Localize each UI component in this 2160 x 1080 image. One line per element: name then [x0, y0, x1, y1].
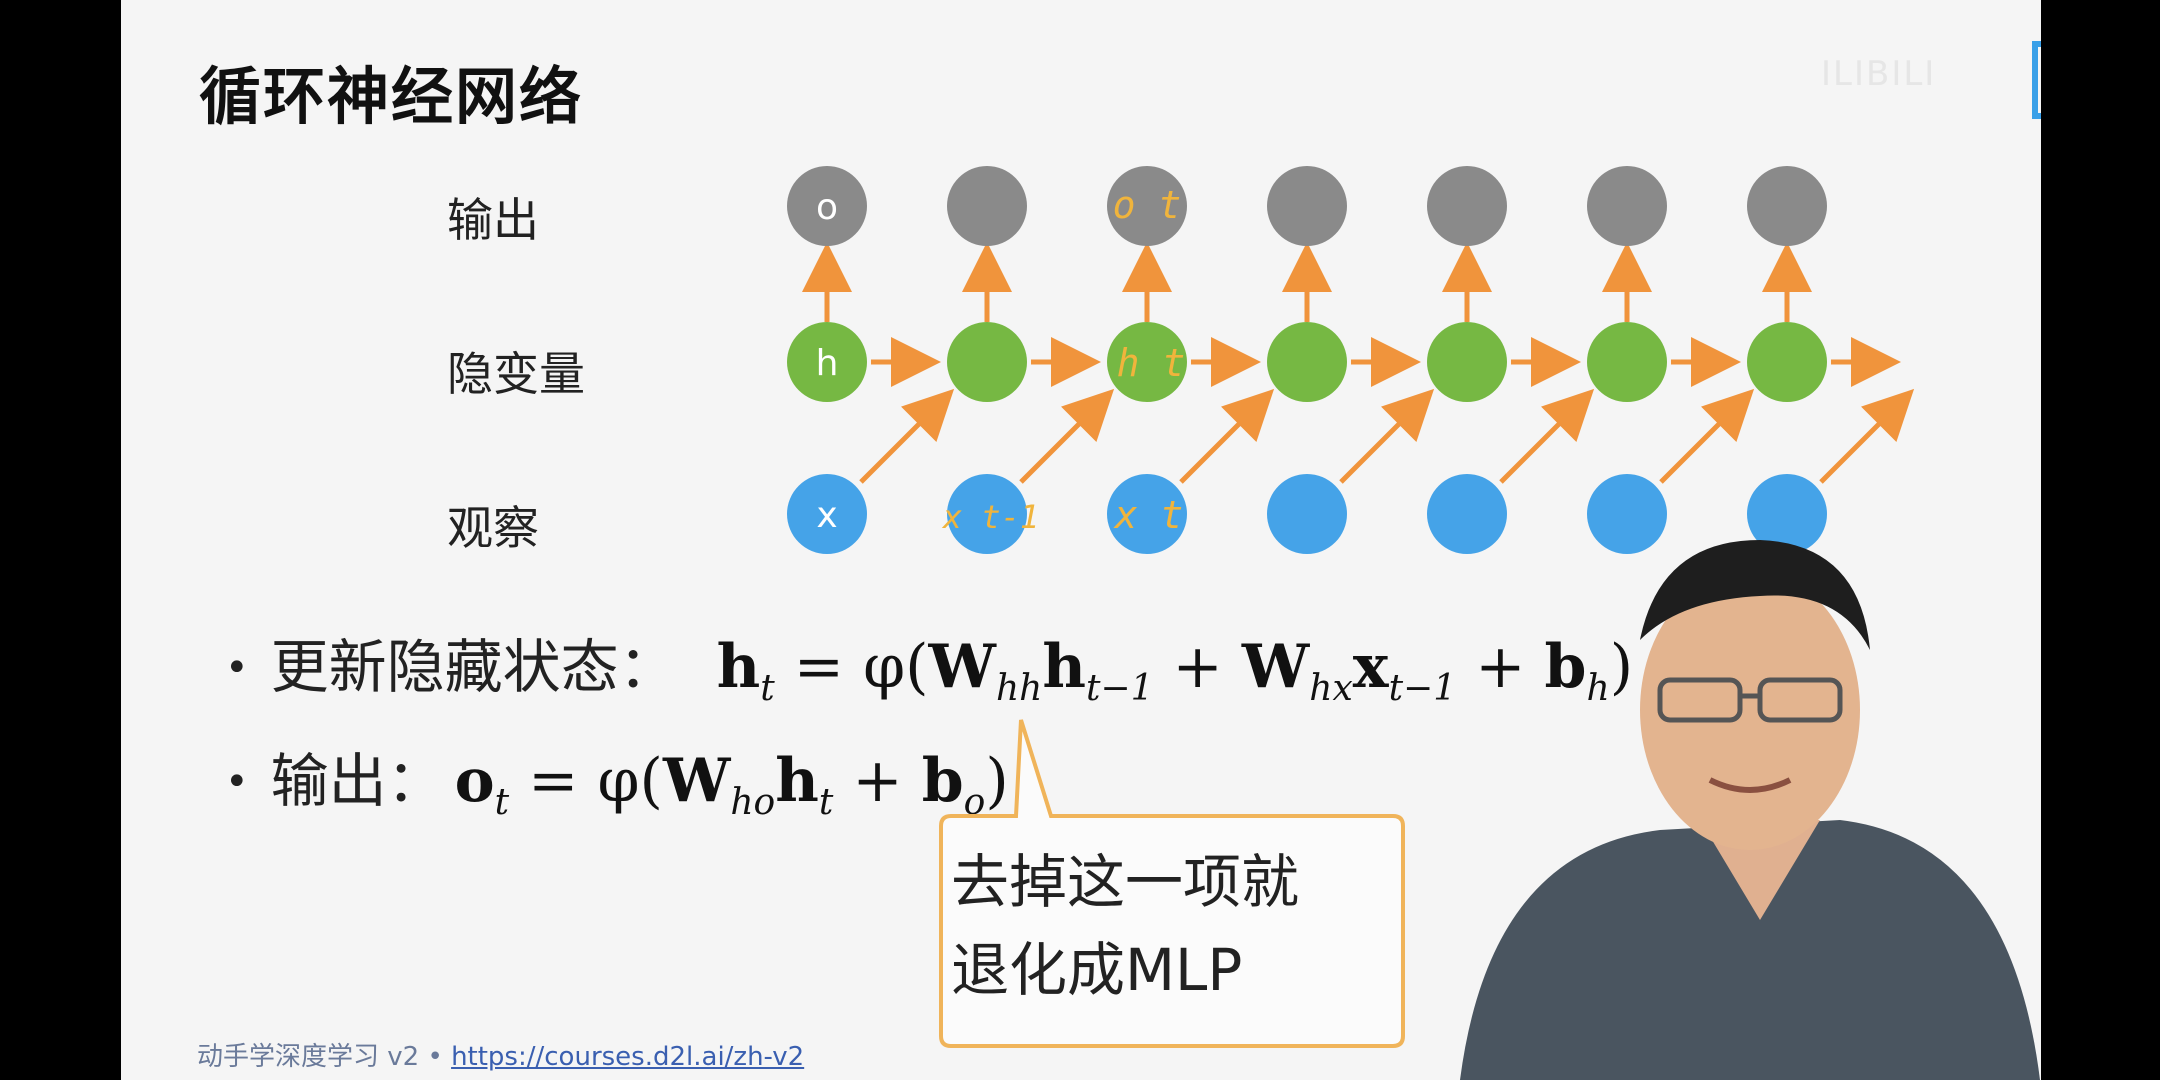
rnn-diagram: o h x o t h t x t-1 x t: [787, 166, 1915, 554]
output-formula: ot = φ(Whoht + bo): [454, 746, 1009, 823]
output-nodes: [787, 166, 1827, 246]
observation-node-label: x: [816, 495, 837, 536]
bullet-label: 输出：: [270, 747, 445, 815]
hidden-nodes: [787, 322, 1827, 402]
handwritten-obs-t: x t: [1113, 493, 1184, 537]
d2l-logo-icon: [2032, 41, 2041, 119]
output-node-label: o: [816, 187, 838, 228]
callout-text: 去掉这一项就 退化成MLP: [951, 838, 1299, 1014]
bullet-update-hidden-state: • 更新隐藏状态： ht = φ(Whhht−1 + Whxxt−1 + bh): [225, 620, 1633, 709]
bullet-dot: •: [225, 759, 249, 805]
slide: 循环神经网络 ILIBILI 输出 隐变量 观察: [121, 0, 2041, 1080]
diagram-arrows: [802, 242, 1915, 484]
row-label-output: 输出: [447, 193, 539, 247]
callout-bubble: [939, 719, 1405, 1048]
callout-line-1: 去掉这一项就: [951, 848, 1300, 916]
bullet-output: • 输出： ot = φ(Whoht + bo): [225, 734, 1009, 823]
hidden-node-label: h: [816, 343, 839, 384]
bilibili-watermark: ILIBILI: [1821, 54, 1937, 94]
row-label-observation: 观察: [447, 501, 539, 555]
hidden-state-formula: ht = φ(Whhht−1 + Whxxt−1 + bh): [716, 632, 1634, 709]
observation-nodes: [787, 474, 1827, 554]
presenter-video-overlay: [1460, 540, 2040, 1080]
footer-text: 动手学深度学习 v2 •: [197, 1042, 452, 1072]
footer-link[interactable]: https://courses.d2l.ai/zh-v2: [451, 1042, 805, 1072]
handwritten-output-t: o t: [1113, 183, 1182, 227]
row-label-hidden: 隐变量: [447, 347, 585, 401]
bullet-label: 更新隐藏状态：: [270, 633, 677, 701]
slide-footer: 动手学深度学习 v2 • https://courses.d2l.ai/zh-v…: [197, 1036, 804, 1073]
handwritten-hidden-t: h t: [1117, 341, 1186, 385]
slide-title: 循环神经网络: [199, 60, 584, 133]
handwritten-obs-t-minus-1: x t-1: [941, 498, 1039, 536]
bullet-dot: •: [225, 645, 249, 691]
callout-line-2: 退化成MLP: [951, 936, 1243, 1004]
